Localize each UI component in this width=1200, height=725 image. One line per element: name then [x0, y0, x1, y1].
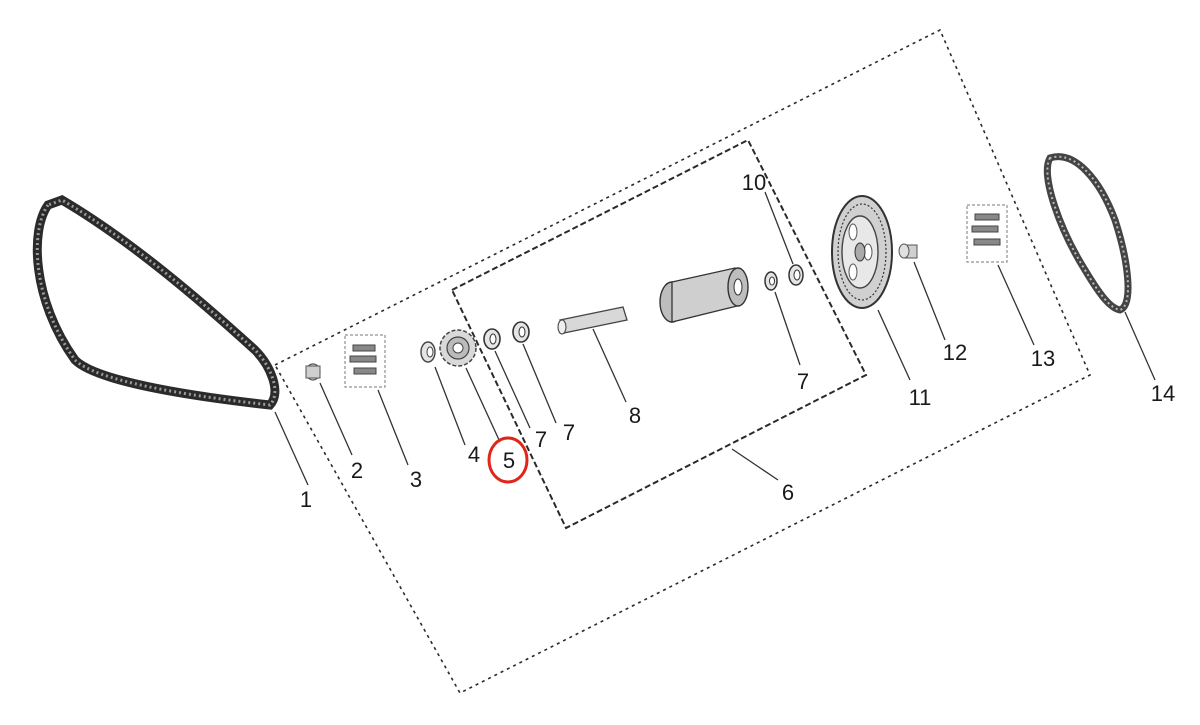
callout-7c: 7 [797, 369, 809, 394]
callout-12: 12 [943, 340, 967, 365]
callout-13: 13 [1031, 346, 1055, 371]
callout-7b: 7 [563, 420, 575, 445]
leader-12 [913, 261, 946, 341]
callout-5-highlight-circle [487, 436, 529, 484]
callout-11: 11 [909, 385, 932, 410]
pulley-part-11 [831, 195, 893, 309]
leader-6 [731, 448, 779, 481]
callout-6: 6 [782, 480, 794, 505]
callout-5: 5 [503, 448, 515, 473]
leader-13 [997, 264, 1035, 346]
hub-part [659, 267, 749, 323]
leader-lines [274, 191, 1156, 486]
bearing-part-4 [420, 341, 436, 363]
leader-8 [592, 328, 627, 403]
drive-belt-part-14 [1043, 153, 1132, 314]
callout-14: 14 [1151, 381, 1175, 406]
leader-7c [774, 291, 801, 366]
bolt-set-part-3 [344, 334, 386, 388]
spacer-part-12 [898, 243, 918, 259]
axle-part-8 [557, 306, 628, 335]
spacer-part-2 [305, 363, 321, 381]
callout-10: 10 [742, 170, 766, 195]
leader-4 [434, 366, 466, 446]
callout-8: 8 [629, 403, 641, 428]
leader-7a [494, 350, 531, 429]
leader-7b [522, 343, 557, 424]
bearing-part-10 [788, 264, 804, 286]
callout-3: 3 [410, 467, 422, 492]
leader-14 [1124, 311, 1156, 381]
drive-chain-part [32, 195, 280, 410]
bolt-set-part-13 [966, 204, 1008, 263]
leader-10 [764, 191, 794, 265]
sprocket-part-5 [439, 329, 477, 367]
bearing-part-7a [483, 328, 501, 350]
leader-2 [319, 382, 353, 456]
leader-1 [274, 411, 309, 486]
leader-11 [877, 309, 911, 381]
bearing-part-7c [764, 271, 778, 291]
outer-assembly-box [273, 28, 1092, 695]
callout-1: 1 [300, 487, 312, 512]
hub-assembly-box [450, 138, 868, 530]
bearing-part-7b [512, 321, 530, 343]
leader-3 [377, 389, 409, 466]
callout-4: 4 [468, 442, 480, 467]
callout-7a: 7 [535, 427, 547, 452]
leader-5 [465, 367, 501, 443]
callout-2: 2 [351, 458, 363, 483]
